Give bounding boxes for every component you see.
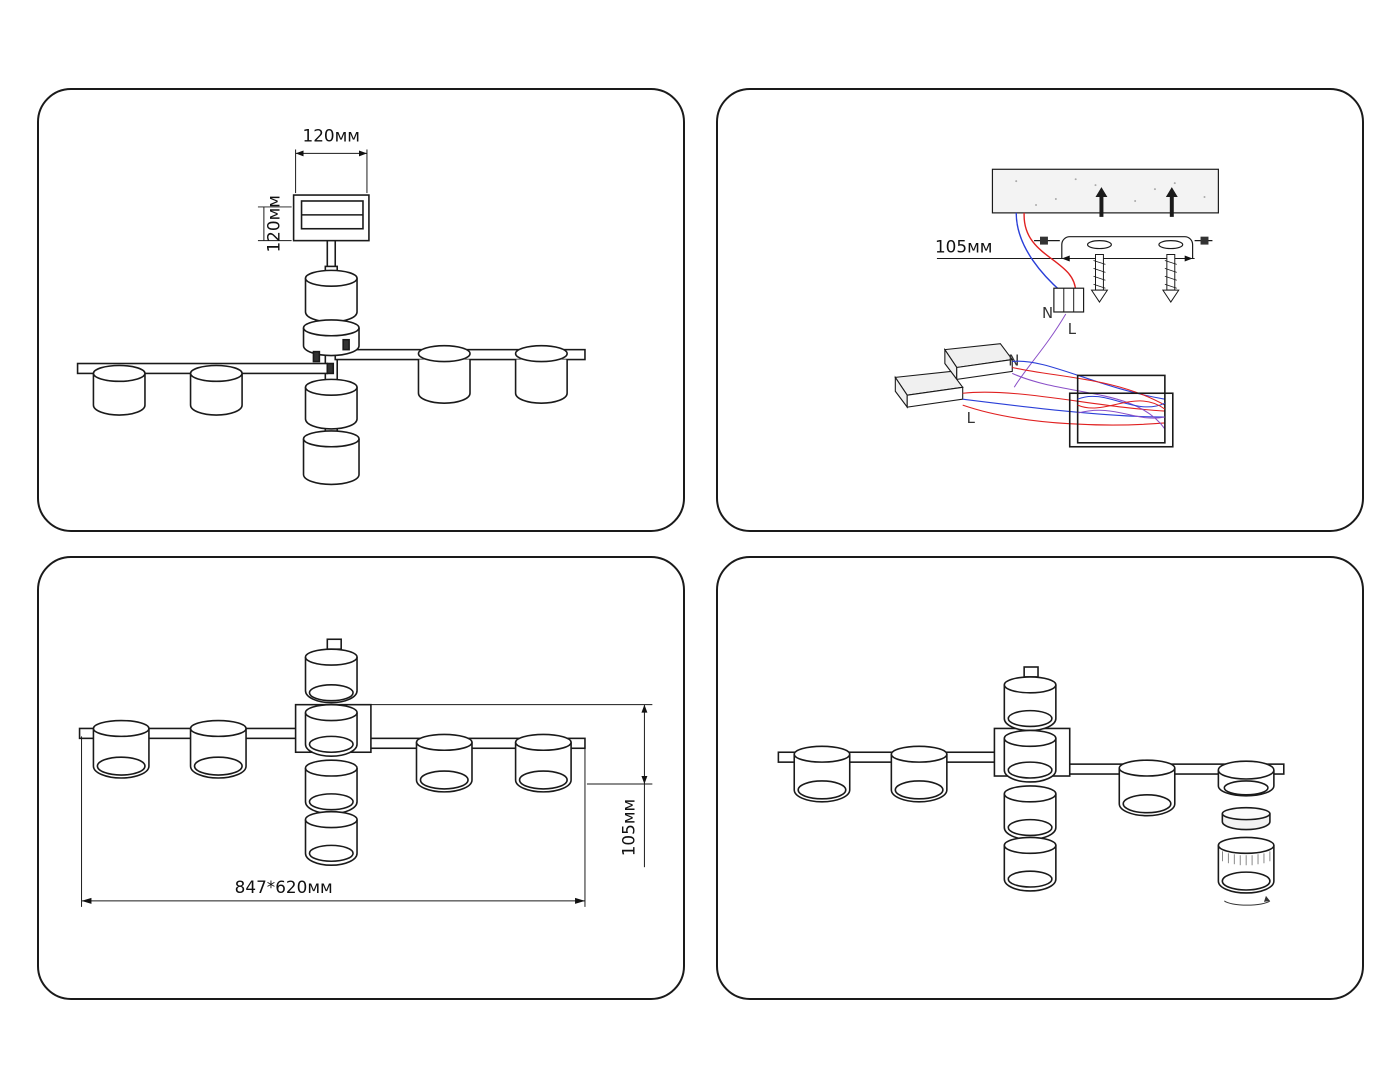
spot-can <box>302 319 360 357</box>
spot-can <box>1003 729 1057 783</box>
spot-can <box>304 759 358 815</box>
spot-can <box>514 344 568 404</box>
label-height-120: 120мм <box>264 195 284 253</box>
spot-can <box>189 364 243 416</box>
rotate-arrow-icon <box>1224 900 1271 906</box>
assembled-diagram: 120мм 120мм <box>76 126 586 486</box>
panel-dimensions-view: 847*620мм 105мм <box>37 556 685 1000</box>
panel-lamp-replacement-view <box>716 556 1364 1000</box>
spot-can <box>304 648 358 704</box>
dimensions-diagram: 847*620мм 105мм <box>78 638 653 907</box>
spot-can <box>304 378 358 430</box>
terminal-label-n: N <box>1042 304 1053 322</box>
ceiling-slab <box>991 168 1219 214</box>
label-overall-size: 847*620мм <box>235 877 333 897</box>
mounting-screw <box>1095 254 1104 291</box>
spot-can <box>304 703 358 757</box>
wall-anchor <box>1165 187 1178 217</box>
wall-anchor <box>1095 187 1108 217</box>
spot-can <box>415 733 473 793</box>
spot-can <box>304 810 358 866</box>
spot-can <box>417 344 471 404</box>
lamp-replacement-diagram <box>777 666 1285 906</box>
terminal-block <box>1053 287 1085 313</box>
mounting-screw <box>1166 254 1176 291</box>
terminal-label-l: L <box>1068 320 1077 338</box>
spot-can <box>92 719 150 779</box>
spot-can <box>304 269 358 323</box>
lamp-socket <box>1217 760 1275 797</box>
spot-can <box>1003 676 1057 732</box>
spot-can <box>92 364 146 416</box>
block-label-n: N <box>1008 351 1019 369</box>
panel-assembled-view: 120мм 120мм <box>37 88 685 532</box>
junction-box <box>1068 392 1174 448</box>
spot-can <box>514 733 572 793</box>
mounting-bracket <box>1061 236 1194 259</box>
junction-box-cover <box>1076 374 1166 444</box>
spot-can <box>302 430 360 486</box>
spot-can <box>793 745 851 803</box>
spot-can <box>1118 759 1176 817</box>
block-label-l: L <box>967 409 976 427</box>
spot-can <box>189 719 247 779</box>
label-spacing-105: 105мм <box>935 237 993 257</box>
gx53-lamp-disc <box>1221 806 1271 831</box>
spot-can-removed <box>1217 836 1275 894</box>
label-width-120: 120мм <box>303 126 361 146</box>
canopy-box <box>292 194 370 242</box>
wiring-diagram: N L N L 105мм <box>894 168 1219 448</box>
panel-wiring-view: N L N L 105мм <box>716 88 1364 532</box>
spot-can <box>1003 836 1057 892</box>
spot-can <box>890 745 948 803</box>
spot-can <box>1003 785 1057 841</box>
label-height-105: 105мм <box>619 799 639 857</box>
